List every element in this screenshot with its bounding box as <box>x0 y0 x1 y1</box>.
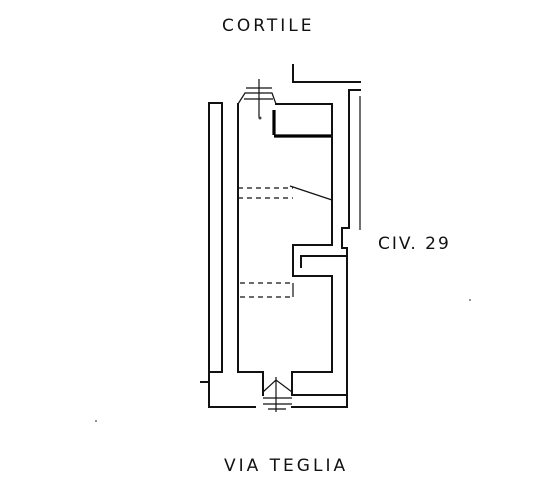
specks <box>95 116 471 422</box>
interior-walls <box>237 110 333 300</box>
street-label: VIA TEGLIA <box>224 456 349 476</box>
unit-outline <box>237 103 348 396</box>
courtyard-label: CORTILE <box>222 16 315 36</box>
courtyard-door <box>237 79 277 118</box>
left-exterior-wall <box>200 102 256 408</box>
courtyard-boundary <box>292 64 361 230</box>
right-lower-wall <box>291 381 348 408</box>
openings <box>237 187 294 303</box>
street-door <box>262 377 293 412</box>
civic-number-label: CIV. 29 <box>378 234 451 254</box>
